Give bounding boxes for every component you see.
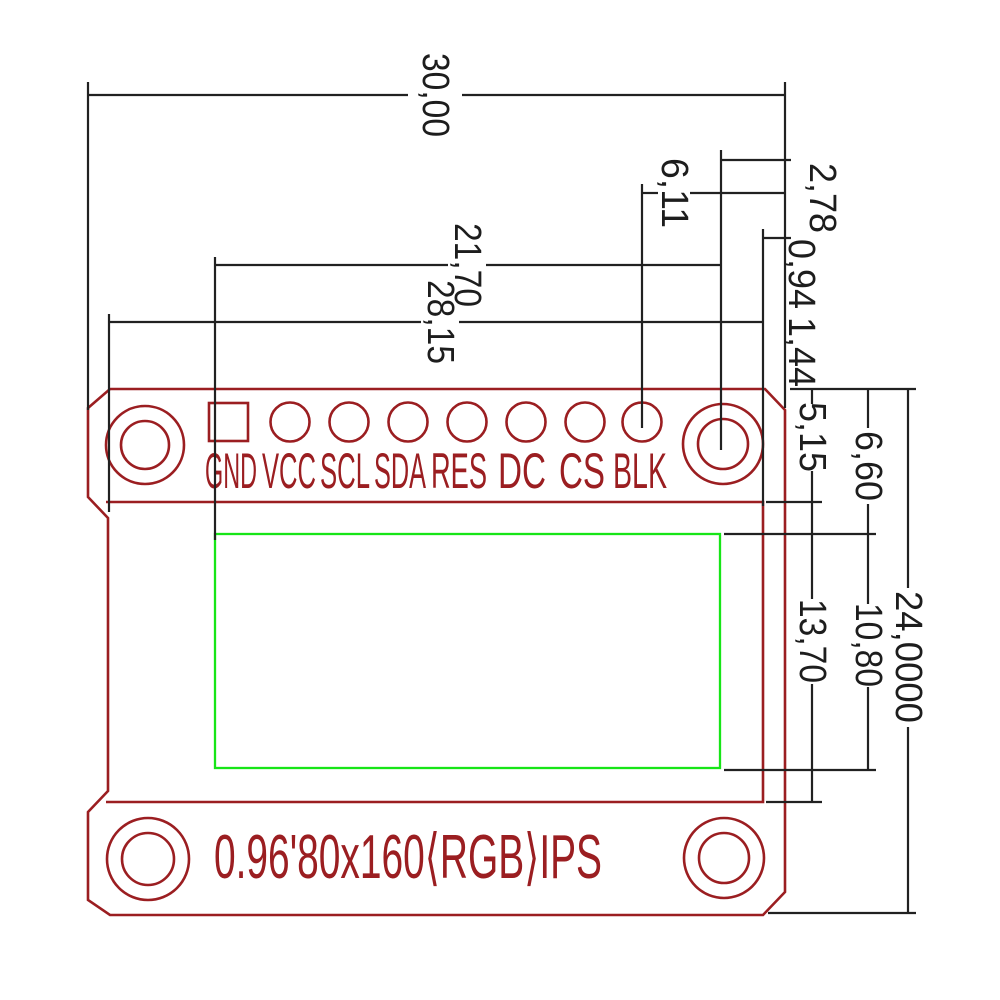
hole-inner-ring	[119, 419, 171, 471]
mounting-hole-top-left	[104, 404, 186, 486]
pin-label-res: RES	[431, 443, 487, 499]
pin-labels: GND VCC SCL SDA RES DC CS BLK	[205, 443, 667, 499]
pin-pad-dc	[505, 401, 547, 443]
dim-label-active-to-hole: 21,70	[446, 223, 488, 307]
hole-inner-ring	[696, 417, 750, 471]
dim-label-pad-offset: 1,44	[780, 317, 822, 387]
dim-label-top-to-glass: 5,15	[791, 402, 833, 472]
dim-label-overall-width: 30,00	[414, 53, 456, 137]
pin-label-sda: SDA	[374, 443, 426, 499]
pin-label-scl: SCL	[320, 443, 370, 499]
dim-label-glass-gap: 0,94	[780, 239, 822, 309]
pin-label-gnd: GND	[205, 443, 257, 499]
pin-label-blk: BLK	[613, 443, 667, 499]
dim-label-overall-height: 24,0000	[887, 591, 929, 723]
pin-label-dc: DC	[498, 443, 546, 499]
mounting-hole-bottom-left	[105, 816, 191, 902]
dim-label-hole-to-edge: 2,78	[801, 163, 843, 233]
active-display-area	[213, 532, 722, 770]
mounting-hole-bottom-right	[682, 816, 766, 900]
pin-pad-cs	[564, 401, 606, 443]
module-title: 0.96'80x160⟨RGB⟩IPS	[214, 823, 602, 892]
pin-pad-gnd-square	[207, 401, 250, 443]
dimension-layer: 30,00 2,78 6,11 0,94 1,44 21,70 28,15 5,…	[86, 53, 929, 915]
board-outline	[86, 387, 787, 917]
dim-label-blk-to-edge: 6,11	[653, 158, 695, 228]
pin-label-vcc: VCC	[262, 443, 316, 499]
pin-pad-vcc	[269, 401, 311, 443]
dim-label-active-height: 10,80	[847, 603, 889, 687]
pcb-board: GND VCC SCL SDA RES DC CS BLK 0.96'80x16…	[86, 387, 787, 917]
dim-label-left-to-glass: 28,15	[419, 280, 461, 364]
pin-label-cs: CS	[559, 443, 605, 499]
display-glass-outline	[106, 500, 765, 804]
pin-pad-res	[446, 401, 488, 443]
hole-outer-ring	[105, 816, 191, 902]
dim-label-glass-height: 13,70	[791, 599, 833, 683]
dim-label-top-to-active: 6,60	[847, 431, 889, 501]
pin-pad-scl	[328, 401, 370, 443]
hole-outer-ring	[681, 402, 765, 486]
hole-inner-ring	[120, 831, 176, 887]
pin-pads	[207, 401, 663, 443]
pin-pad-sda	[387, 401, 429, 443]
hole-outer-ring	[104, 404, 186, 486]
hole-inner-ring	[697, 831, 751, 885]
hole-outer-ring	[682, 816, 766, 900]
mounting-hole-top-right	[681, 402, 765, 486]
